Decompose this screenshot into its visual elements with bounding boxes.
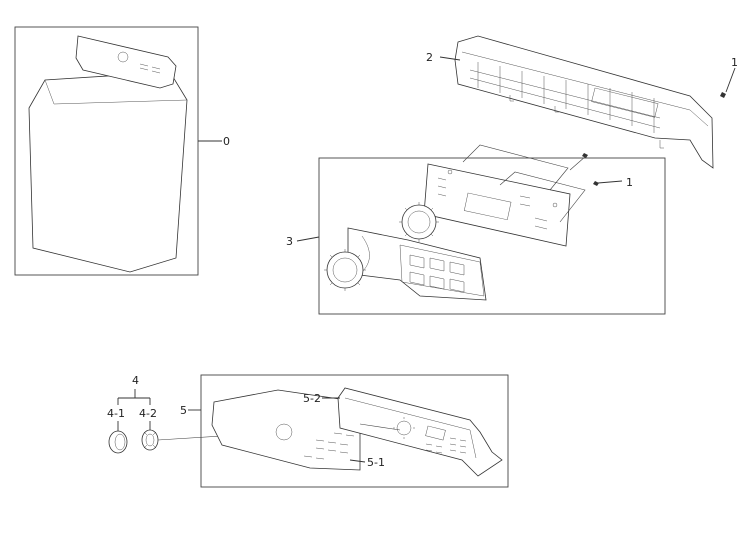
console-frame bbox=[454, 35, 714, 169]
assembly-group-5: 5 5-1 5-2 bbox=[180, 374, 509, 488]
assembly-5-frame bbox=[200, 374, 509, 488]
label-part-5-1: 5-1 bbox=[367, 456, 385, 469]
knob-base bbox=[141, 429, 159, 451]
label-part-5-2: 5-2 bbox=[303, 392, 321, 405]
label-part-1-top: 1 bbox=[731, 56, 738, 69]
washer-console bbox=[75, 35, 177, 89]
control-overlay-panel bbox=[211, 389, 361, 471]
label-part-0: 0 bbox=[223, 135, 230, 148]
pcb-ring-gear bbox=[326, 251, 364, 289]
leader-1-top bbox=[725, 67, 736, 93]
leader-3 bbox=[296, 236, 320, 242]
leader-1-mid bbox=[597, 180, 623, 184]
assembly-group-3: 3 1 bbox=[286, 144, 666, 315]
label-part-2: 2 bbox=[426, 51, 433, 64]
washer-body bbox=[28, 71, 188, 273]
label-part-4-2: 4-2 bbox=[139, 407, 157, 420]
assembly-3-frame bbox=[318, 157, 666, 315]
screw-1-top bbox=[720, 92, 726, 98]
part-2-console-frame: 2 1 bbox=[426, 35, 738, 169]
label-part-3: 3 bbox=[286, 235, 293, 248]
screw-pcb-a bbox=[582, 153, 588, 158]
label-part-5: 5 bbox=[180, 404, 187, 417]
pcb-knob-gear bbox=[401, 204, 437, 240]
assembly-group-4: 4 4-1 4-2 bbox=[107, 374, 286, 454]
screw-pcb-b bbox=[593, 181, 599, 186]
assembly-0-frame bbox=[14, 26, 199, 276]
leader-4-bracket bbox=[117, 389, 151, 405]
label-part-4-1: 4-1 bbox=[107, 407, 125, 420]
label-part-4: 4 bbox=[132, 374, 139, 387]
label-part-1-mid: 1 bbox=[626, 176, 633, 189]
leader-5-1 bbox=[349, 459, 366, 463]
assembly-group-0: 0 bbox=[14, 26, 230, 276]
pcb-board-upper bbox=[423, 163, 571, 247]
leader-2 bbox=[439, 56, 461, 61]
control-housing bbox=[337, 387, 503, 477]
knob-cap bbox=[108, 430, 128, 454]
